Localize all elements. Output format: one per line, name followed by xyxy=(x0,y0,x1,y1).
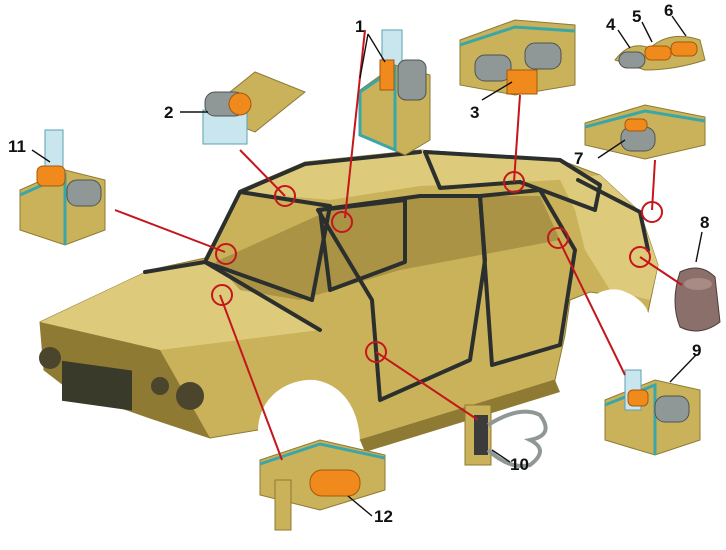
marker-12 xyxy=(211,284,233,306)
front-door-seal xyxy=(316,194,487,402)
marker-10 xyxy=(365,341,387,363)
sill-shadow xyxy=(360,380,560,452)
pointer-1 xyxy=(344,29,366,219)
hood-seal xyxy=(143,260,322,332)
pointer-8 xyxy=(639,256,683,286)
detail-4-6-seal-profiles xyxy=(614,35,706,71)
callout-4: 4 xyxy=(606,15,616,34)
seal-lines xyxy=(143,150,650,402)
seal-markers xyxy=(211,171,663,363)
marker-7 xyxy=(641,201,663,223)
rear-door-seal xyxy=(478,188,577,367)
cabin-interior xyxy=(215,196,560,300)
detail-7-trunk-seal xyxy=(584,104,706,160)
right-headlight xyxy=(176,382,204,410)
callout-12: 12 xyxy=(374,507,393,526)
callout-labels: 1 2 3 4 5 6 7 8 9 10 11 12 xyxy=(8,1,709,526)
windshield-seal xyxy=(203,190,332,302)
car-body xyxy=(39,149,659,452)
pointer-9 xyxy=(557,237,626,376)
detail-9-rear-door-seal xyxy=(604,369,701,456)
pointer-3 xyxy=(513,94,521,183)
front-door-window-seal xyxy=(318,198,407,292)
detail-3-rear-window-seal xyxy=(459,19,576,96)
callout-8: 8 xyxy=(700,213,709,232)
detail-11-front-pillar-seal xyxy=(19,129,106,246)
leader-lines xyxy=(31,15,703,517)
marker-2 xyxy=(274,185,296,207)
marker-1 xyxy=(331,211,353,233)
callout-10: 10 xyxy=(510,455,529,474)
rear-window-seal xyxy=(423,150,602,212)
callout-6: 6 xyxy=(664,1,673,20)
roof-frame-seal xyxy=(238,150,422,194)
left-headlight xyxy=(39,347,61,369)
detail-8-plug xyxy=(674,267,721,332)
callout-3: 3 xyxy=(470,103,479,122)
detail-10-door-latch xyxy=(464,404,548,468)
trunk-seal xyxy=(576,178,650,252)
detail-2-windshield-upper-seal xyxy=(202,71,306,145)
grille xyxy=(62,360,132,411)
pointer-12 xyxy=(219,294,283,461)
callout-2: 2 xyxy=(164,103,173,122)
right-headlight-inner xyxy=(151,377,169,395)
front-wheel-arch xyxy=(258,379,360,440)
hood xyxy=(40,260,320,350)
rear-wheel-arch xyxy=(572,289,649,340)
pointer-11 xyxy=(114,209,226,253)
marker-9 xyxy=(547,227,569,249)
callout-11: 11 xyxy=(8,137,26,156)
callout-1: 1 xyxy=(355,17,364,36)
callout-5: 5 xyxy=(632,7,641,26)
callout-7: 7 xyxy=(574,149,583,168)
detail-1-windshield-seal xyxy=(358,29,431,156)
marker-3 xyxy=(503,171,525,193)
callout-9: 9 xyxy=(692,341,701,360)
pointer-10 xyxy=(375,351,479,421)
detail-12-hood-seal xyxy=(259,439,386,531)
marker-8 xyxy=(629,246,651,268)
marker-11 xyxy=(215,243,237,265)
